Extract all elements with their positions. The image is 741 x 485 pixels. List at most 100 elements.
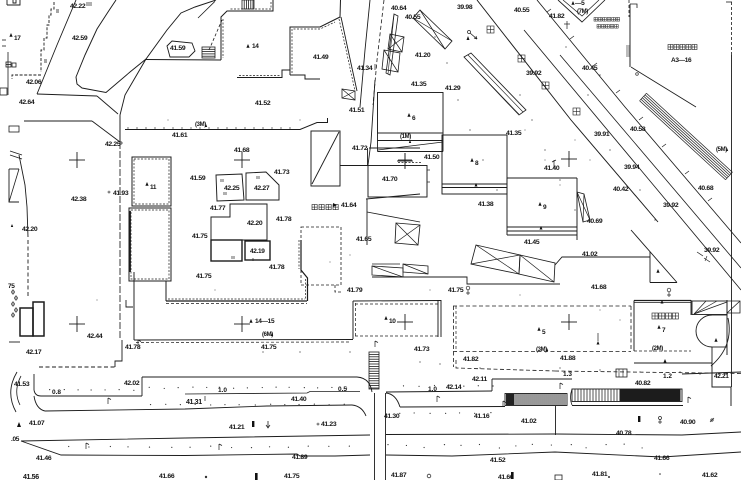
svg-text:41.02: 41.02: [582, 251, 598, 258]
svg-text:41.75: 41.75: [448, 287, 464, 294]
svg-text:10: 10: [389, 318, 396, 325]
svg-text:41.75: 41.75: [261, 344, 277, 351]
svg-text:41.82: 41.82: [463, 356, 479, 363]
svg-text:41.53: 41.53: [14, 381, 30, 388]
svg-text:(6M): (6M): [262, 332, 273, 338]
svg-text:41.78: 41.78: [276, 216, 292, 223]
svg-text:(1M): (1M): [400, 134, 411, 140]
svg-text:41.81: 41.81: [592, 471, 608, 478]
svg-text:41.66: 41.66: [654, 455, 670, 462]
svg-text:42.17: 42.17: [26, 349, 42, 356]
svg-text:6: 6: [412, 115, 416, 122]
svg-text:41.51: 41.51: [349, 107, 365, 114]
svg-text:41.49: 41.49: [313, 54, 329, 61]
svg-text:40.69: 40.69: [587, 218, 603, 225]
svg-text:40.64: 40.64: [391, 5, 407, 12]
svg-text:(2M): (2M): [652, 346, 663, 352]
svg-text:(7M): (7M): [577, 9, 588, 15]
svg-text:7: 7: [662, 327, 666, 334]
svg-text:41.73: 41.73: [274, 169, 290, 176]
svg-text:41.68: 41.68: [591, 284, 607, 291]
svg-text:5: 5: [542, 329, 546, 336]
svg-text:41.52: 41.52: [255, 100, 271, 107]
svg-text:41.40: 41.40: [544, 165, 560, 172]
svg-text:42.02: 42.02: [124, 380, 140, 387]
svg-text:41.62: 41.62: [702, 472, 718, 479]
svg-text:(5M): (5M): [716, 147, 727, 153]
svg-text:42.25: 42.25: [105, 141, 121, 148]
svg-text:41.20: 41.20: [415, 52, 431, 59]
svg-text:41.07: 41.07: [29, 420, 45, 427]
svg-text:41.61: 41.61: [172, 132, 188, 139]
svg-text:0.8: 0.8: [52, 389, 61, 396]
svg-text:41.93: 41.93: [113, 190, 129, 197]
svg-text:41.02: 41.02: [521, 418, 537, 425]
svg-text:.05: .05: [11, 436, 20, 443]
svg-text:41.21: 41.21: [229, 424, 245, 431]
svg-text:40.68: 40.68: [698, 185, 714, 192]
svg-text:42.20: 42.20: [22, 226, 38, 233]
svg-text:—5: —5: [575, 0, 585, 7]
svg-text:41.73: 41.73: [414, 346, 430, 353]
svg-text:41.78: 41.78: [269, 264, 285, 271]
svg-text:41.35: 41.35: [506, 130, 522, 137]
svg-text:42.14: 42.14: [446, 384, 462, 391]
svg-text:41.16: 41.16: [474, 413, 490, 420]
svg-text:9: 9: [543, 204, 547, 211]
svg-text:42.59: 42.59: [72, 35, 88, 42]
svg-text:42.22: 42.22: [70, 3, 86, 10]
svg-text:1.0: 1.0: [428, 386, 437, 393]
svg-text:11: 11: [150, 184, 157, 191]
svg-text:41.77: 41.77: [210, 205, 226, 212]
svg-text:42.27: 42.27: [254, 185, 270, 192]
svg-text:41.31: 41.31: [186, 399, 202, 406]
svg-text:(3M): (3M): [536, 347, 547, 353]
svg-text:41.59: 41.59: [170, 45, 186, 52]
svg-text:39.92: 39.92: [704, 247, 720, 254]
svg-text:1.0: 1.0: [218, 387, 227, 394]
svg-text:41.78: 41.78: [125, 344, 141, 351]
svg-text:41.23: 41.23: [321, 421, 337, 428]
svg-text:41.34: 41.34: [357, 65, 373, 72]
svg-text:41.40: 41.40: [291, 396, 307, 403]
svg-text:1.3: 1.3: [563, 371, 572, 378]
svg-text:14: 14: [252, 43, 259, 50]
svg-text:40.42: 40.42: [613, 186, 629, 193]
svg-text:41.29: 41.29: [445, 85, 461, 92]
svg-text:41.68: 41.68: [234, 147, 250, 154]
svg-text:40.45: 40.45: [582, 65, 598, 72]
svg-text:41.46: 41.46: [36, 455, 52, 462]
svg-text:41.89: 41.89: [292, 454, 308, 461]
svg-text:41.50: 41.50: [424, 154, 440, 161]
svg-text:41.66: 41.66: [159, 473, 175, 480]
svg-text:41.56: 41.56: [23, 474, 39, 480]
svg-text:41.35: 41.35: [411, 81, 427, 88]
svg-text:41.75: 41.75: [196, 273, 212, 280]
svg-text:14—15: 14—15: [255, 318, 275, 325]
svg-text:41.88: 41.88: [560, 355, 576, 362]
svg-text:(3M): (3M): [195, 122, 206, 128]
svg-text:42.21: 42.21: [714, 373, 729, 380]
svg-text:41.65: 41.65: [356, 236, 372, 243]
svg-text:39.98: 39.98: [457, 4, 473, 11]
svg-text:39.91: 39.91: [594, 131, 610, 138]
svg-text:40.55: 40.55: [514, 7, 530, 14]
svg-text:0.5: 0.5: [338, 386, 347, 393]
svg-text:42.19: 42.19: [250, 248, 265, 255]
svg-text:39.92: 39.92: [663, 202, 679, 209]
svg-text:42.64: 42.64: [19, 99, 35, 106]
svg-text:42.25: 42.25: [224, 185, 240, 192]
svg-text:41.59: 41.59: [190, 175, 206, 182]
svg-text:40.82: 40.82: [635, 380, 651, 387]
svg-text:41.82: 41.82: [549, 13, 565, 20]
svg-text:41.72: 41.72: [352, 145, 368, 152]
svg-text:41.30: 41.30: [384, 413, 400, 420]
svg-text:41.45: 41.45: [524, 239, 540, 246]
svg-text:41.70: 41.70: [382, 176, 398, 183]
svg-text:42.38: 42.38: [71, 196, 87, 203]
svg-text:42.11: 42.11: [472, 376, 487, 383]
svg-text:41.75: 41.75: [192, 233, 208, 240]
svg-text:40.90: 40.90: [680, 419, 696, 426]
svg-text:41.87: 41.87: [391, 472, 407, 479]
svg-text:41.64: 41.64: [341, 202, 357, 209]
